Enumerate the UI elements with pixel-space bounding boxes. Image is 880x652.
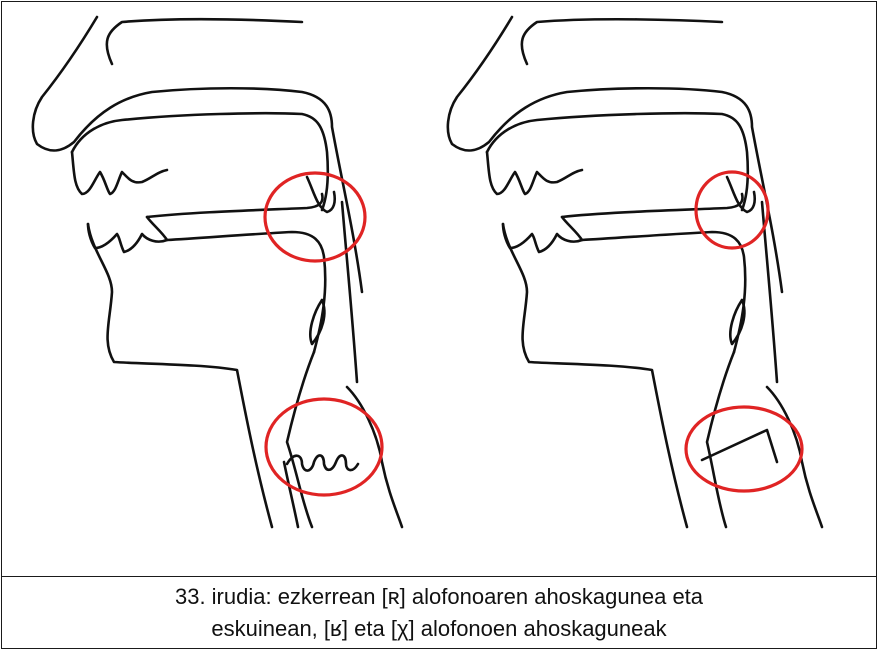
left-pharynx-back: [342, 202, 357, 382]
right-chin-jaw: [503, 224, 687, 527]
left-upper-lip-teeth: [72, 152, 167, 194]
right-tongue-body: [582, 232, 745, 352]
left-palate-upper: [72, 113, 328, 210]
figure-caption: 33. irudia: ezkerrean [ʀ] alofonoaren ah…: [2, 577, 876, 648]
right-lower-teeth: [503, 217, 582, 252]
figure-image-cell: [2, 2, 876, 577]
caption-line-2: eskuinean, [ʁ] eta [χ] alofonoen ahoskag…: [211, 613, 666, 645]
caption-line-1: 33. irudia: ezkerrean [ʀ] alofonoaren ah…: [175, 581, 703, 613]
left-trill-vocal-folds: [287, 455, 358, 470]
right-palate-upper: [487, 113, 748, 210]
right-nasal-cavity: [522, 19, 722, 64]
left-larynx-highlight-circle: [266, 399, 382, 495]
left-tongue-body: [167, 232, 325, 352]
right-larynx-highlight-circle: [686, 407, 802, 491]
right-skull-outline: [448, 17, 782, 292]
left-vocal-tract-diagram: [33, 17, 402, 527]
right-tongue-upper: [562, 194, 742, 217]
right-larynx-front: [707, 352, 734, 527]
left-chin-jaw: [88, 224, 272, 527]
left-nasal-cavity: [107, 19, 302, 64]
vocal-tract-diagrams: [2, 2, 876, 577]
right-vocal-tract-diagram: [448, 17, 822, 527]
left-tongue-upper: [147, 194, 322, 217]
right-upper-lip-teeth: [487, 152, 582, 194]
right-vocal-folds-closed: [702, 430, 777, 462]
left-larynx-front: [287, 352, 314, 527]
left-lower-teeth: [88, 217, 167, 252]
left-skull-outline: [33, 17, 362, 292]
